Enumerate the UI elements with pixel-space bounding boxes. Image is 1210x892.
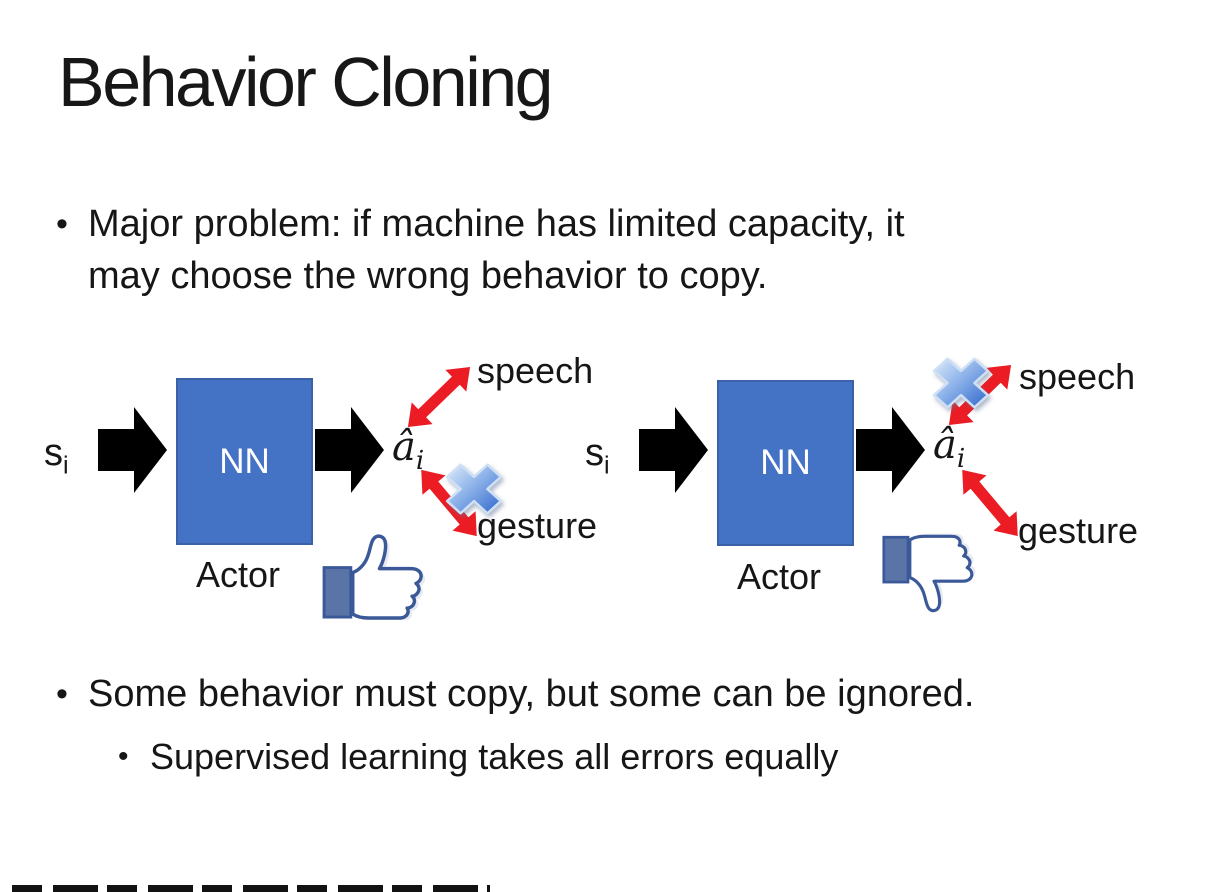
nn-box: NN xyxy=(176,378,313,545)
gesture-label: gesture xyxy=(1018,510,1139,551)
actor-label: Actor xyxy=(196,554,281,595)
bullet-dot: • xyxy=(56,675,68,713)
thumbs-down-icon xyxy=(882,532,978,613)
bullet-dot: • xyxy=(56,205,68,243)
right-arrow-icon xyxy=(856,407,925,493)
right-arrow-icon xyxy=(98,407,167,493)
bullet-major-problem-line1: Major problem: if machine has limited ca… xyxy=(88,203,905,245)
actor-label: Actor xyxy=(737,556,822,597)
output-action-label: âi xyxy=(392,424,425,476)
bullet-major-problem: • Major problem: if machine has limited … xyxy=(56,198,905,302)
blue-cross-wrong-icon xyxy=(445,463,503,515)
gesture-label: gesture xyxy=(477,505,598,546)
speech-label: speech xyxy=(477,350,594,391)
nn-box: NN xyxy=(717,380,854,546)
slide-title: Behavior Cloning xyxy=(58,43,554,121)
cropped-next-slide-text xyxy=(12,885,490,892)
bullet-major-problem-line2: may choose the wrong behavior to copy. xyxy=(88,255,768,297)
blue-cross-wrong-icon xyxy=(932,357,990,409)
bullet-some-behavior: • Some behavior must copy, but some can … xyxy=(56,666,974,722)
nn-label: NN xyxy=(219,441,270,481)
bullet-supervised-learning: • Supervised learning takes all errors e… xyxy=(118,730,838,784)
input-state-label: si xyxy=(44,432,69,480)
right-arrow-icon xyxy=(315,407,384,493)
thumbs-up-icon xyxy=(322,534,427,620)
nn-label: NN xyxy=(760,443,811,482)
red-double-arrow-icon xyxy=(397,356,481,438)
output-action-label: âi xyxy=(933,422,966,474)
bullet-dot: • xyxy=(118,740,129,773)
speech-label: speech xyxy=(1019,356,1136,397)
right-arrow-icon xyxy=(639,407,708,493)
input-state-label: si xyxy=(585,432,610,480)
